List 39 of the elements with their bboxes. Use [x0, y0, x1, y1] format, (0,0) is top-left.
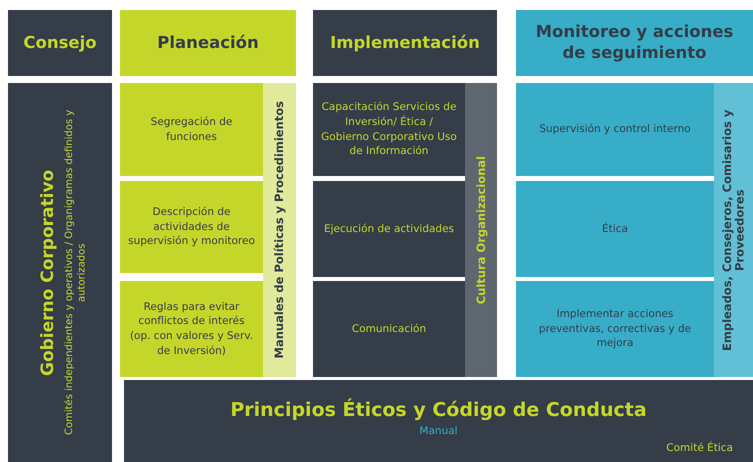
process-box [516, 83, 714, 176]
box-text: Reglas para evitar conflictos de interés (op. con valores y Serv. de Inversión) [128, 300, 254, 358]
band-title: Empleados, Consejeros, Comisarios y Proveedores [720, 108, 746, 353]
band-title: Gobierno Corporativo [38, 169, 58, 376]
side-band [465, 83, 497, 377]
side-band [714, 83, 753, 377]
box-text: Comunicación [350, 322, 428, 336]
box-text: Segregación de funciones [150, 114, 234, 144]
process-box [516, 281, 714, 377]
header-box [8, 10, 112, 76]
box-text: Ejecución de actividades [322, 222, 456, 236]
header-box [120, 10, 296, 76]
header-title: Monitoreo y acciones de seguimiento [534, 22, 734, 64]
header-title: Planeación [156, 32, 260, 54]
process-box [313, 83, 465, 176]
band-title: Manuales de Políticas y Procedimientos [273, 101, 286, 359]
process-box [120, 181, 263, 273]
box-text: Descripción de actividades de supervisión y monitoreo [127, 204, 256, 250]
box-text: Capacitación Servicios de Inversión/ Ética / Gobierno Corporativo Uso de Información [320, 100, 458, 159]
box-text: Supervisión y control interno [538, 122, 692, 137]
header-box [313, 10, 497, 76]
footer-title: Principios Éticos y Código de Conducta [230, 399, 647, 421]
process-box [120, 281, 263, 377]
process-box [516, 181, 714, 277]
band-title: Cultura Organizacional [474, 156, 488, 304]
band-subtitle: Comités independientes y operativos / Organigramas definidos y autorizados [64, 108, 88, 438]
footer-note: Manual [419, 425, 458, 437]
footer-note: Comité Ética [666, 442, 733, 454]
footer-panel [124, 380, 753, 462]
header-box [516, 10, 753, 76]
side-panel [8, 83, 112, 462]
header-title: Consejo [22, 32, 98, 54]
process-box [313, 181, 465, 277]
process-box [313, 281, 465, 377]
box-text: Ética [601, 222, 629, 236]
process-box [120, 83, 263, 176]
box-text: Implementar acciones preventivas, correctivas y de mejora [538, 306, 692, 352]
side-band [263, 83, 296, 377]
header-title: Implementación [329, 32, 481, 54]
